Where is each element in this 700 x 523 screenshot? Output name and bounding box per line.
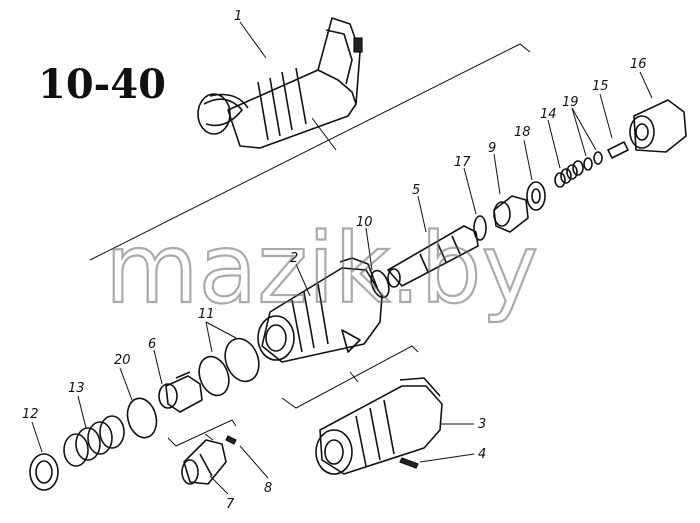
callout-4: 4	[478, 447, 486, 462]
figure-label: 10-40	[38, 61, 166, 108]
part-20-ring	[126, 397, 158, 439]
part-8-small-pin	[225, 435, 237, 445]
part-11-o-rings	[198, 337, 260, 397]
callout-8: 8	[264, 481, 272, 496]
part-1-valve-assembly	[197, 17, 363, 149]
callout-6: 6	[148, 337, 156, 352]
part-15-screw	[607, 141, 629, 159]
leader-lines	[31, 21, 653, 495]
watermark: mazik.by	[105, 213, 538, 325]
part-3-housing	[315, 377, 443, 475]
callout-2: 2	[290, 251, 298, 266]
callout-5: 5	[412, 183, 420, 198]
callout-15: 15	[592, 79, 609, 94]
part-16-cap	[629, 99, 687, 153]
part-14-small-spring	[554, 160, 584, 188]
callout-20: 20	[114, 353, 131, 368]
callout-10: 10	[356, 215, 373, 230]
callout-19: 19	[562, 95, 579, 110]
part-9-nut	[493, 195, 529, 233]
part-19-washers	[583, 151, 603, 171]
part-4-pin	[399, 457, 419, 469]
callout-3: 3	[478, 417, 486, 432]
callout-12: 12	[22, 407, 39, 422]
callout-1: 1	[234, 9, 242, 24]
callout-16: 16	[630, 57, 647, 72]
part-12-snap-ring	[29, 453, 59, 491]
callout-18: 18	[514, 125, 531, 140]
part-6-seat	[158, 371, 203, 413]
callout-13: 13	[68, 381, 85, 396]
callout-14: 14	[540, 107, 557, 122]
part-18-washer	[526, 181, 546, 211]
part-13-spring	[63, 415, 125, 467]
callout-9: 9	[488, 141, 496, 156]
part-7-cup	[181, 439, 227, 485]
callout-17: 17	[454, 155, 471, 170]
callout-numbers: 1 2 3 4 5 6 7 8 9 10 11 12 13 14 15 16 1…	[22, 9, 647, 512]
part-2-valve-body	[257, 257, 383, 363]
assembly-brackets	[89, 43, 531, 447]
part-17-ring	[473, 215, 487, 241]
callout-11: 11	[198, 307, 215, 322]
part-10-o-ring	[370, 269, 390, 299]
callout-7: 7	[226, 497, 235, 512]
